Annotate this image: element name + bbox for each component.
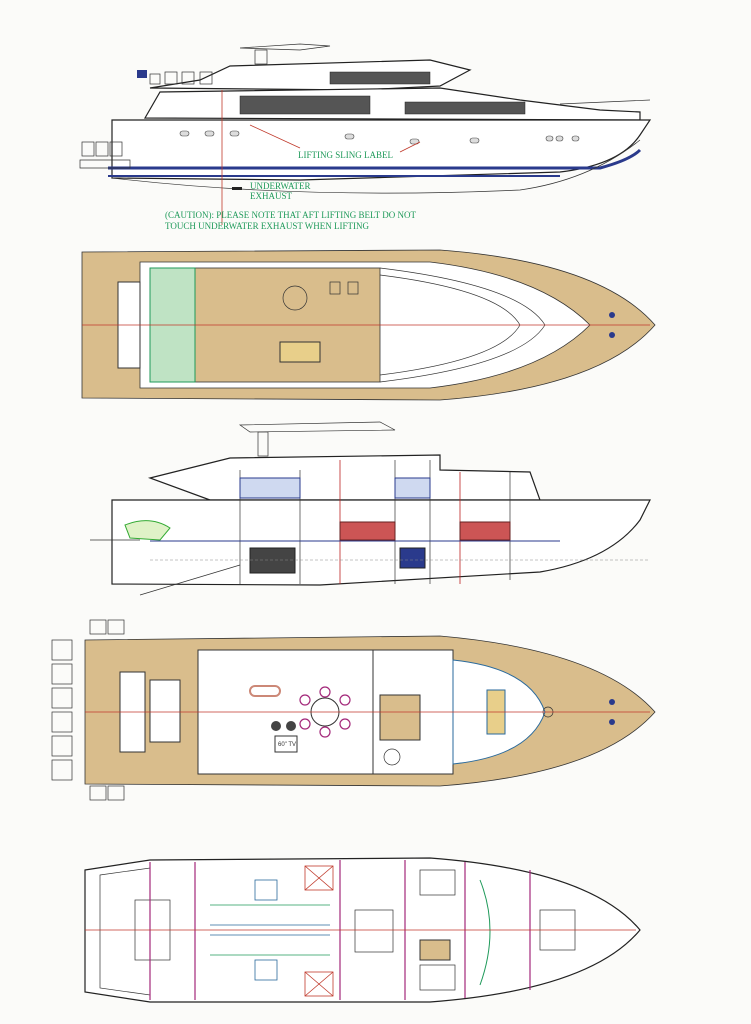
bar-stools bbox=[282, 285, 308, 311]
loose-deck-chairs bbox=[51, 619, 125, 801]
guest-cabin-bed bbox=[419, 869, 456, 896]
interior-compartments bbox=[150, 460, 560, 584]
lower-deck-plan bbox=[84, 857, 641, 1003]
main-deck-plan: 60" TV bbox=[51, 619, 656, 801]
salon-windows bbox=[239, 95, 371, 115]
crew-berth bbox=[479, 879, 491, 986]
flybridge-seats bbox=[149, 71, 213, 85]
caution-note-2: TOUCH UNDERWATER EXHAUST WHEN LIFTING bbox=[165, 221, 369, 231]
underwater-exhaust-label-1: UNDERWATER bbox=[250, 181, 311, 191]
anchor-windlass bbox=[609, 332, 615, 338]
tanks bbox=[304, 865, 334, 997]
anchor-windlass bbox=[609, 699, 615, 705]
radar-mast bbox=[254, 49, 268, 65]
anchor-windlass bbox=[609, 719, 615, 725]
exhaust-marker bbox=[232, 187, 242, 190]
mast-section bbox=[257, 431, 269, 457]
hardtop-section bbox=[238, 421, 396, 433]
hull-side bbox=[111, 119, 652, 181]
dining-chairs bbox=[299, 686, 351, 738]
caution-note-1: (CAUTION): PLEASE NOTE THAT AFT LIFTING … bbox=[165, 210, 417, 220]
speaker bbox=[271, 721, 281, 731]
flybridge-deck-plan bbox=[81, 249, 656, 401]
tv-label: 60" TV bbox=[278, 742, 296, 748]
helm-wheel bbox=[383, 748, 401, 766]
helm-station bbox=[379, 694, 421, 741]
guest-cabin-bed bbox=[419, 964, 456, 991]
exterior-side-profile: LIFTING SLING LABEL UNDERWATER EXHAUST (… bbox=[79, 43, 652, 231]
flybridge-windscreen bbox=[329, 71, 431, 85]
tender-boat bbox=[124, 520, 171, 541]
superstructure-section bbox=[147, 454, 541, 501]
tv-cabinet bbox=[274, 735, 298, 753]
swim-platform-chairs bbox=[79, 141, 131, 169]
inboard-profile bbox=[90, 421, 651, 596]
hull-section bbox=[111, 499, 651, 586]
lifting-sling-label: LIFTING SLING LABEL bbox=[298, 150, 393, 160]
cockpit-table bbox=[149, 679, 181, 743]
sling-leader-2 bbox=[399, 141, 421, 153]
pilothouse-windows bbox=[404, 101, 526, 115]
engine-room bbox=[210, 879, 330, 981]
coffee-table bbox=[249, 685, 281, 697]
hardtop bbox=[239, 43, 331, 51]
master-bed bbox=[354, 909, 394, 953]
helm-seats bbox=[279, 281, 359, 363]
sling-leader-1 bbox=[249, 124, 301, 149]
hull-portholes bbox=[179, 130, 580, 145]
speaker bbox=[286, 721, 296, 731]
staircase bbox=[419, 939, 451, 961]
flag bbox=[137, 70, 147, 78]
swim-platform-section bbox=[90, 539, 241, 596]
boot-stripe bbox=[108, 148, 642, 170]
anchor-windlass bbox=[609, 312, 615, 318]
bow-rail bbox=[559, 99, 651, 105]
underwater-exhaust-label-2: EXHAUST bbox=[250, 191, 293, 201]
underwater-hull bbox=[111, 139, 641, 194]
